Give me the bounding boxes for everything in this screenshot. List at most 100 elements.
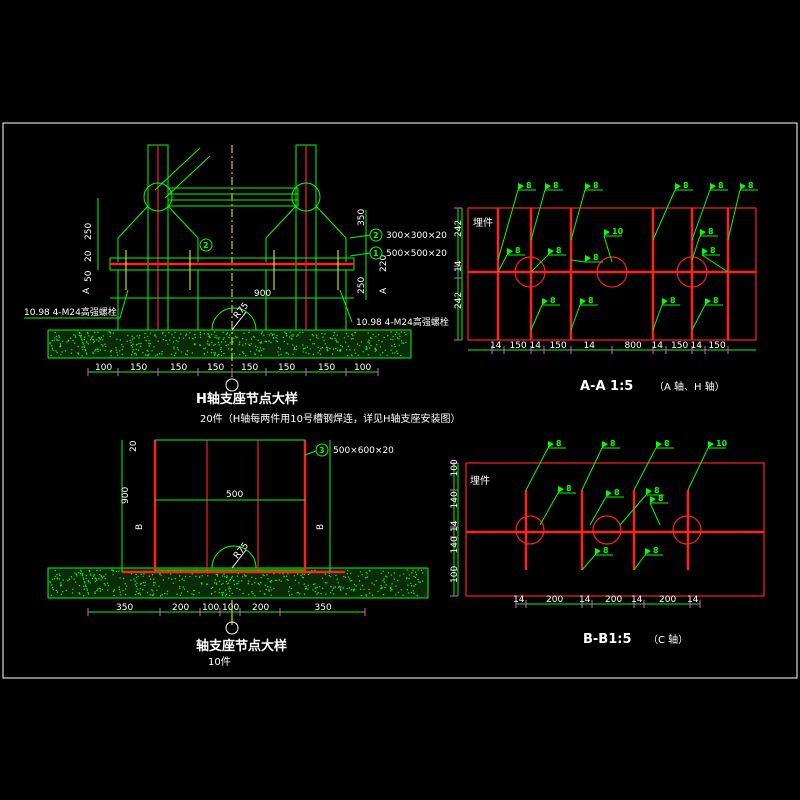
view1-dim-250b: 250 [357,277,367,294]
view2-dim-label: 100 [202,603,219,613]
view2-sec-b-right: B [316,524,326,530]
view4-vdim-label: 14 [450,520,460,532]
view3-dim-label: 150 [510,341,527,351]
view3-vdim-label: 14 [454,260,464,272]
weld-size-label: 8 [593,181,599,190]
view2-dim-20: 20 [129,440,139,452]
view1-bolt-left: 10.98 4-M24高强螺栓 [24,306,117,318]
view4-dim-label: 14 [631,595,643,605]
view4-dim-label: 200 [546,595,563,605]
view1-note: 20件（H轴每两件用10号槽钢焊连，详见H轴支座安装图） [200,412,461,425]
weld-size-label: 8 [550,296,556,305]
view1-dim-label: 150 [170,363,187,373]
view4-dim-label: 14 [579,595,591,605]
weld-size-label: 8 [566,484,572,493]
view1-sec-a-left: A [82,287,92,294]
view3-weld-symbols: 8 8 8 8 8 8 8 8 8 10 8 8 8 8 8 8 [497,181,758,331]
view1-dim-900: 900 [254,289,271,299]
weld-size-label: 8 [683,181,689,190]
view1-sec-a-right: A [379,287,389,294]
view4-section [457,462,765,605]
view4-vdim-label: 140 [450,536,460,553]
view1-dim-label: 150 [241,363,258,373]
view1-title: H轴支座节点大样 [196,391,298,407]
view4-vdim-label: 100 [450,566,460,583]
view1-tag-2-left: 2 [203,241,209,250]
view3-dim-label: 150 [550,341,567,351]
view4-dims-left: 100 140 14 140 100 [450,459,460,597]
weld-size-label: 8 [614,488,620,497]
view1-dim-50: 50 [84,270,94,282]
weld-size-label: 10 [612,227,624,236]
weld-size-label: 8 [670,296,676,305]
view3-dim-label: 14 [691,341,703,351]
view4-embed: 埋件 [470,475,490,487]
view4-note: （C 轴） [648,633,688,646]
view1-dim-350: 350 [357,209,367,226]
weld-size-label: 8 [664,439,670,448]
view3-vdim-label: 242 [454,292,464,309]
view3-dim-label: 14 [530,341,542,351]
view2-dim-label: 350 [116,603,133,613]
view2-dim-500: 500 [226,490,243,500]
view1-concrete-hatch [49,331,407,357]
weld-size-label: 8 [654,486,660,495]
view1-tag-1: 1 [373,249,379,258]
view1-elevation [47,144,412,380]
weld-size-label: 8 [603,546,609,555]
view3-dim-label: 14 [584,341,596,351]
view1-bolt-right: 10.98 4-M24高强螺栓 [356,316,449,328]
weld-size-label: 8 [588,296,594,305]
weld-size-label: 8 [718,181,724,190]
view3-dim-label: 150 [709,341,726,351]
view1-dim-label: 100 [95,363,112,373]
view1-dim-label: 150 [130,363,147,373]
view2-sec-b-left: B [135,524,145,530]
weld-size-label: 8 [526,181,532,190]
view2-tag-3: 3 [319,446,325,455]
weld-size-label: 8 [713,296,719,305]
view2-dim-label: 350 [315,603,332,613]
view2-plate: 500×600×20 [333,446,394,456]
view4-vdim-label: 100 [450,459,460,476]
view2-elevation [47,439,429,625]
weld-size-label: 8 [553,181,559,190]
view3-title: A-A 1:5 [580,379,633,394]
weld-size-label: 8 [610,439,616,448]
view1-dim-250: 250 [84,223,94,240]
view1-dim-label: 150 [318,363,335,373]
view2-dim-label: 200 [172,603,189,613]
weld-size-label: 8 [653,546,659,555]
view4-dim-label: 200 [659,595,676,605]
view1-dim-20: 20 [84,250,94,262]
view3-note: （A 轴、H 轴） [654,380,725,393]
view4-title: B-B1:5 [583,632,632,647]
view2-dim-900: 900 [121,487,131,504]
weld-size-label: 8 [556,246,562,255]
view2-dim-label: 200 [252,603,269,613]
weld-size-label: 8 [515,246,521,255]
view3-dim-label: 14 [652,341,664,351]
view4-vdim-label: 140 [450,491,460,508]
view4-dim-label: 14 [513,595,525,605]
weld-size-label: 8 [556,439,562,448]
weld-size-label: 8 [708,227,714,236]
view1-plate-2: 300×300×20 [386,231,447,241]
weld-size-label: 10 [716,439,728,448]
weld-size-label: 8 [593,253,599,262]
drawing-frame [2,122,798,679]
weld-size-label: 8 [748,181,754,190]
view1-concrete-base [47,329,412,359]
view1-tag-2: 2 [373,231,379,240]
view1-dim-label: 150 [278,363,295,373]
weld-size-label: 8 [710,246,716,255]
view2-title: 轴支座节点大样 [196,638,287,654]
view1-radius: R75 [232,301,251,321]
